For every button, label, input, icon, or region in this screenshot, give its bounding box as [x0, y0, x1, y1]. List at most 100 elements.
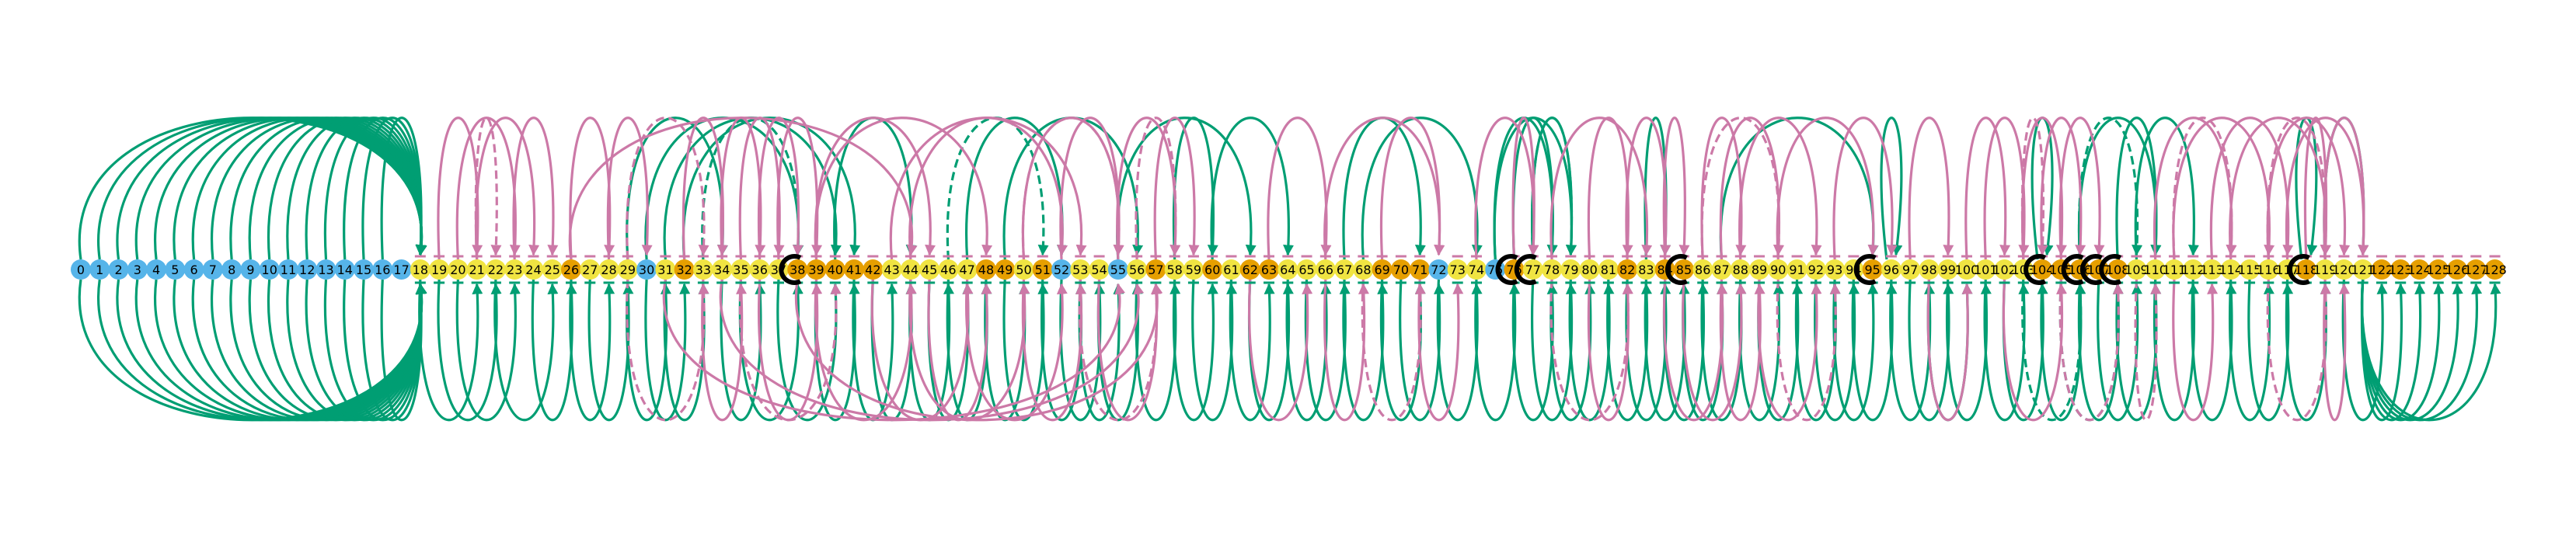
- pink-edge-below-47-52: [965, 279, 1068, 422]
- node-23-circle: [504, 259, 525, 280]
- node-101-circle: [1975, 259, 1996, 280]
- pink-edge-above-37-39: [776, 116, 823, 260]
- pink-edge-below-34-56: [719, 279, 1145, 422]
- node-21-label: 21: [469, 263, 484, 277]
- node-91-circle: [1786, 259, 1807, 280]
- node-74-label: 74: [1469, 263, 1484, 277]
- node-127-circle: [2466, 259, 2487, 280]
- node-15: 15: [354, 259, 375, 280]
- node-14: 14: [334, 259, 355, 280]
- node-33-circle: [692, 259, 713, 280]
- node-66: 66: [1315, 259, 1336, 280]
- node-13: 13: [315, 259, 336, 280]
- pink-edge-below-29-33: [626, 279, 709, 422]
- node-48-label: 48: [978, 263, 994, 277]
- ring-marker-106: [2061, 254, 2084, 285]
- node-100-circle: [1957, 259, 1977, 280]
- green-edge-above-47-52: [965, 116, 1068, 260]
- green-edge-below-117-119: [2285, 279, 2331, 422]
- node-114-label: 114: [2219, 263, 2243, 277]
- node-114: 114: [2219, 259, 2243, 280]
- node-22-label: 22: [488, 263, 504, 277]
- node-10: 10: [259, 259, 280, 280]
- ring-marker-77: [1514, 254, 1537, 285]
- node-8-label: 8: [228, 263, 235, 277]
- pink-edge-above-21-24: [475, 116, 540, 260]
- node-85-circle: [1673, 259, 1694, 280]
- node-5-circle: [165, 259, 186, 280]
- node-111-label: 111: [2163, 263, 2187, 277]
- ring-marker-107: [2079, 254, 2103, 285]
- ring-marker-104: [2024, 254, 2047, 285]
- node-86: 86: [1692, 259, 1713, 280]
- pink-edge-below-78-82: [1549, 279, 1633, 422]
- node-11-label: 11: [281, 263, 296, 277]
- node-124-label: 124: [2407, 263, 2431, 277]
- node-31-label: 31: [657, 263, 673, 277]
- node-14-label: 14: [337, 263, 353, 277]
- node-43: 43: [881, 259, 902, 280]
- node-28-label: 28: [601, 263, 616, 277]
- pink-edge-above-23-25: [512, 116, 559, 260]
- pink-edge-below-85-88: [1682, 279, 1747, 422]
- node-1: 1: [89, 259, 110, 280]
- node-81-circle: [1598, 259, 1619, 280]
- green-edge-below-37-40: [776, 279, 842, 422]
- node-64-circle: [1278, 259, 1298, 280]
- node-120: 120: [2332, 259, 2356, 280]
- node-35: 35: [730, 259, 751, 280]
- pink-edge-above-87-90: [1719, 116, 1784, 260]
- node-67: 67: [1334, 259, 1355, 280]
- node-115: 115: [2238, 259, 2261, 280]
- node-51-label: 51: [1035, 263, 1051, 277]
- node-39-label: 39: [808, 263, 824, 277]
- node-24-circle: [523, 259, 544, 280]
- node-90: 90: [1768, 259, 1789, 280]
- node-55-label: 55: [1110, 263, 1126, 277]
- node-108-circle: [2107, 259, 2128, 280]
- node-102: 102: [1992, 259, 2017, 280]
- node-62-circle: [1239, 259, 1260, 280]
- node-91: 91: [1786, 259, 1807, 280]
- pink-edge-above-103-104: [2020, 116, 2048, 260]
- node-96-circle: [1881, 259, 1901, 280]
- node-26: 26: [561, 259, 582, 280]
- node-92-label: 92: [1808, 263, 1824, 277]
- node-65-circle: [1296, 259, 1317, 280]
- node-13-label: 13: [318, 263, 333, 277]
- node-85-label: 85: [1676, 263, 1692, 277]
- node-68-label: 68: [1355, 263, 1371, 277]
- node-110-label: 110: [2143, 263, 2167, 277]
- node-126-circle: [2447, 259, 2468, 280]
- node-54: 54: [1089, 259, 1110, 280]
- node-118-circle: [2295, 259, 2316, 280]
- node-4-circle: [146, 259, 167, 280]
- node-32-circle: [674, 259, 695, 280]
- node-78-label: 78: [1544, 263, 1560, 277]
- node-9-label: 9: [246, 263, 254, 277]
- node-116-label: 116: [2257, 263, 2281, 277]
- node-43-circle: [881, 259, 902, 280]
- node-42-label: 42: [865, 263, 880, 277]
- node-40: 40: [824, 259, 845, 280]
- node-61: 61: [1221, 259, 1242, 280]
- node-72-label: 72: [1431, 263, 1446, 277]
- node-80-circle: [1579, 259, 1600, 280]
- pink-edge-above-113-117: [2209, 116, 2294, 260]
- node-38: 38: [787, 259, 808, 280]
- node-109: 109: [2125, 259, 2149, 280]
- node-65: 65: [1296, 259, 1317, 280]
- node-93-label: 93: [1827, 263, 1842, 277]
- node-80-label: 80: [1581, 263, 1597, 277]
- node-124: 124: [2407, 259, 2431, 280]
- node-78-circle: [1542, 259, 1563, 280]
- node-125-label: 125: [2426, 263, 2450, 277]
- node-63: 63: [1259, 259, 1280, 280]
- node-49: 49: [995, 259, 1016, 280]
- node-87: 87: [1711, 259, 1732, 280]
- ring-marker-108: [2099, 254, 2122, 285]
- node-69-circle: [1372, 259, 1393, 280]
- node-36-label: 36: [752, 263, 768, 277]
- node-7: 7: [202, 259, 223, 280]
- node-60-circle: [1202, 259, 1223, 280]
